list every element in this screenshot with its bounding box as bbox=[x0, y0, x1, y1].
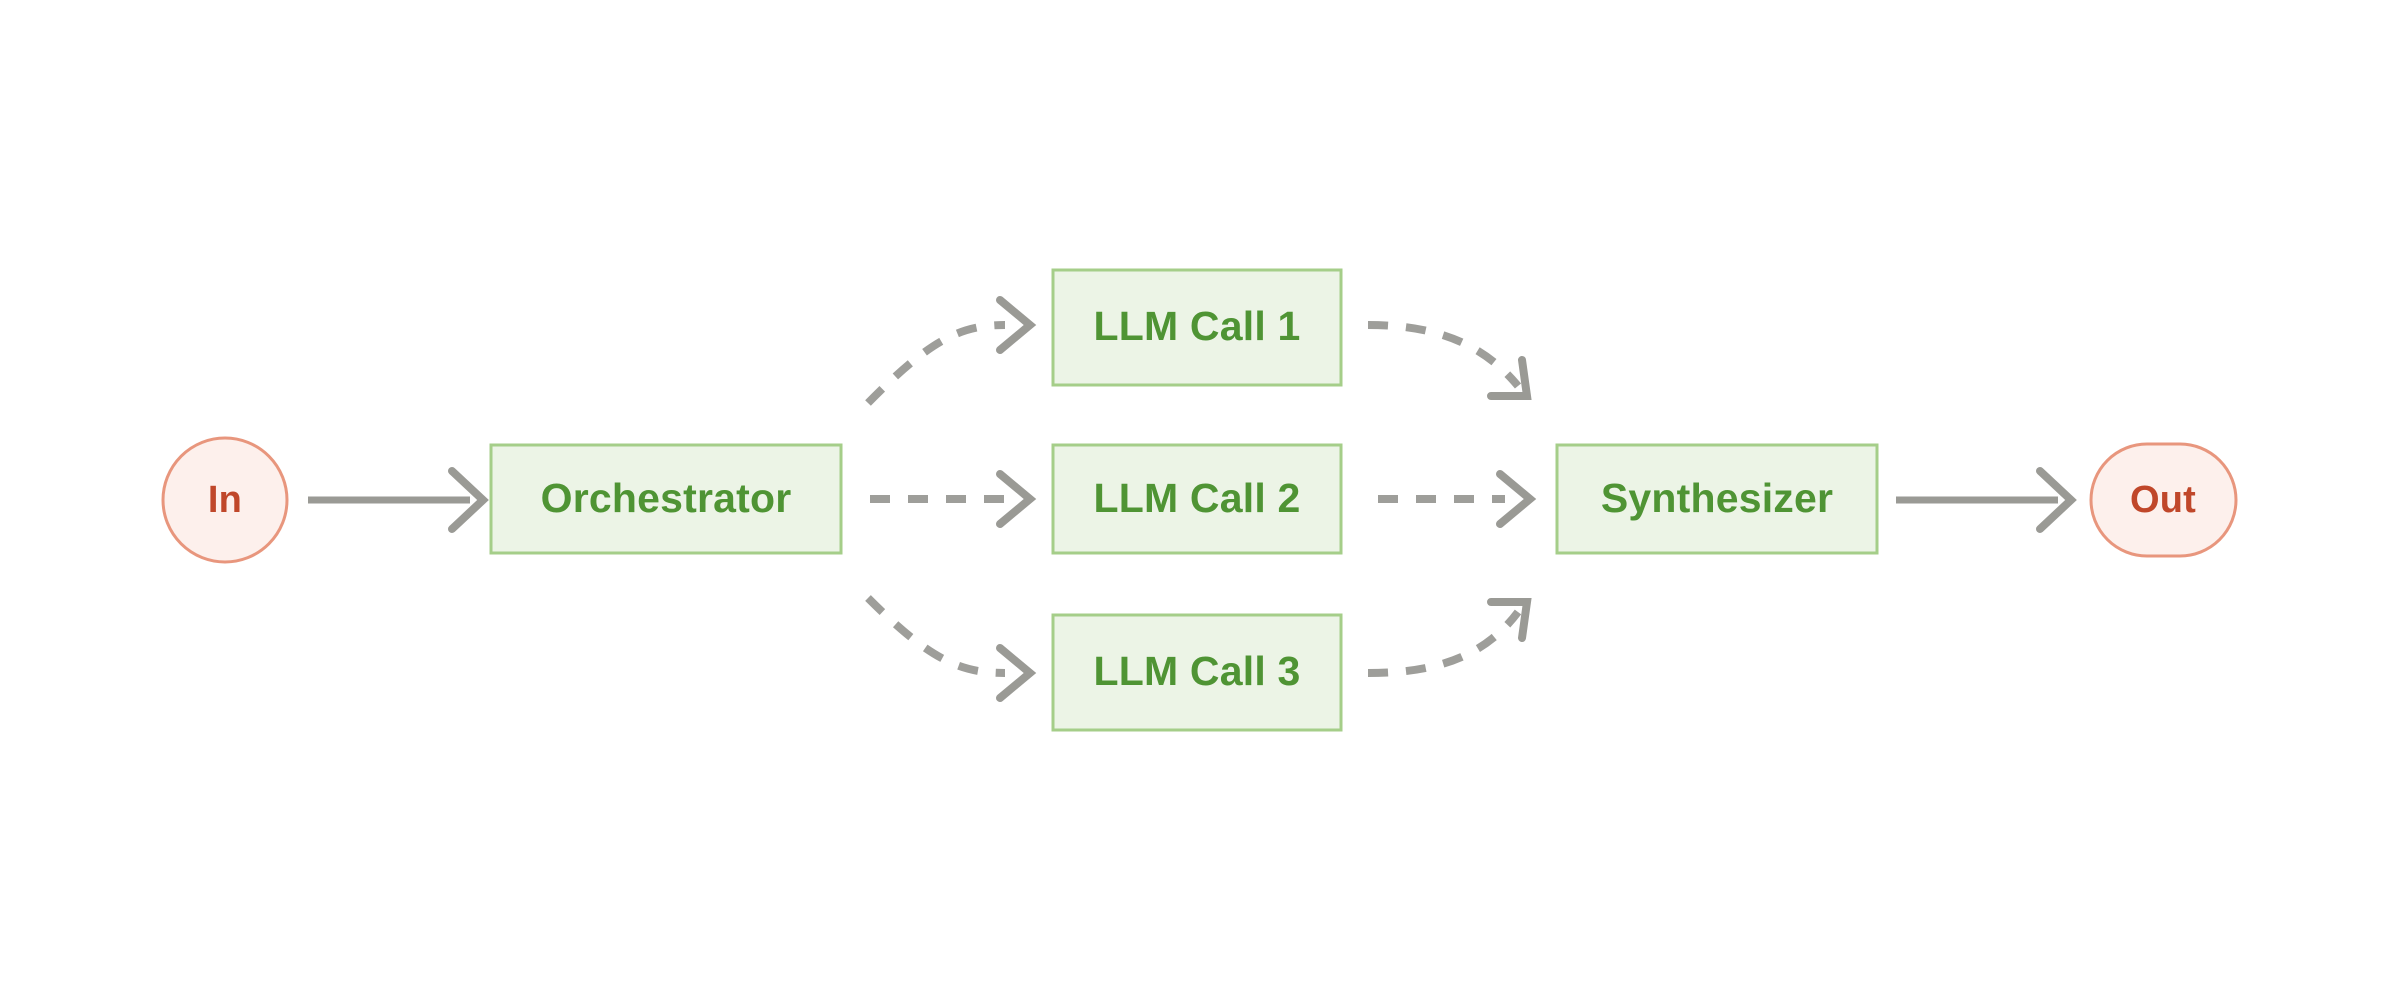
node-label-llm-call-3: LLM Call 3 bbox=[1093, 648, 1300, 694]
arrowhead-chevron bbox=[2036, 467, 2077, 533]
node-llm-call-3[interactable]: LLM Call 3 bbox=[1051, 613, 1343, 732]
orchestrator-box-shape bbox=[489, 443, 843, 555]
edge-line bbox=[1367, 321, 1522, 389]
node-label-synthesizer: Synthesizer bbox=[1601, 475, 1833, 521]
node-out[interactable]: Out bbox=[2089, 442, 2238, 558]
edge-llm3-to-synthesizer bbox=[1367, 598, 1532, 677]
edge-orchestrator-to-llm1 bbox=[865, 296, 1037, 406]
node-label-out: Out bbox=[2130, 479, 2196, 521]
edge-in-to-orchestrator bbox=[308, 467, 489, 533]
node-label-orchestrator: Orchestrator bbox=[541, 475, 792, 521]
in-circle-shape bbox=[161, 436, 289, 564]
node-label-llm-call-2: LLM Call 2 bbox=[1093, 475, 1300, 521]
edge-llm1-to-synthesizer bbox=[1367, 321, 1532, 400]
synthesizer-box-shape bbox=[1555, 443, 1879, 555]
edge-llm2-to-synthesizer bbox=[1378, 470, 1537, 528]
llm-call-3-box-shape bbox=[1051, 613, 1343, 732]
arrowhead-chevron bbox=[1487, 598, 1532, 642]
edge-synthesizer-to-out bbox=[1896, 467, 2077, 533]
node-synthesizer[interactable]: Synthesizer bbox=[1555, 443, 1879, 555]
arrowhead-chevron bbox=[448, 467, 489, 533]
arrowhead-chevron bbox=[996, 470, 1037, 528]
edge-orchestrator-to-llm3 bbox=[865, 595, 1037, 702]
arrowhead-chevron bbox=[996, 644, 1037, 702]
edge-orchestrator-to-llm2 bbox=[870, 470, 1037, 528]
node-label-in: In bbox=[208, 479, 242, 521]
arrowhead-chevron bbox=[1487, 356, 1532, 400]
arrowhead-chevron bbox=[1496, 470, 1537, 528]
node-orchestrator[interactable]: Orchestrator bbox=[489, 443, 843, 555]
edge-line bbox=[865, 321, 1006, 406]
node-label-llm-call-1: LLM Call 1 bbox=[1093, 303, 1300, 349]
node-llm-call-2[interactable]: LLM Call 2 bbox=[1051, 443, 1343, 555]
arrowhead-chevron bbox=[996, 296, 1037, 354]
edge-line bbox=[865, 595, 1006, 677]
node-in[interactable]: In bbox=[161, 436, 289, 564]
llm-call-1-box-shape bbox=[1051, 268, 1343, 387]
llm-call-2-box-shape bbox=[1051, 443, 1343, 555]
node-llm-call-1[interactable]: LLM Call 1 bbox=[1051, 268, 1343, 387]
out-pill-shape bbox=[2089, 442, 2238, 558]
edge-line bbox=[1367, 609, 1522, 677]
